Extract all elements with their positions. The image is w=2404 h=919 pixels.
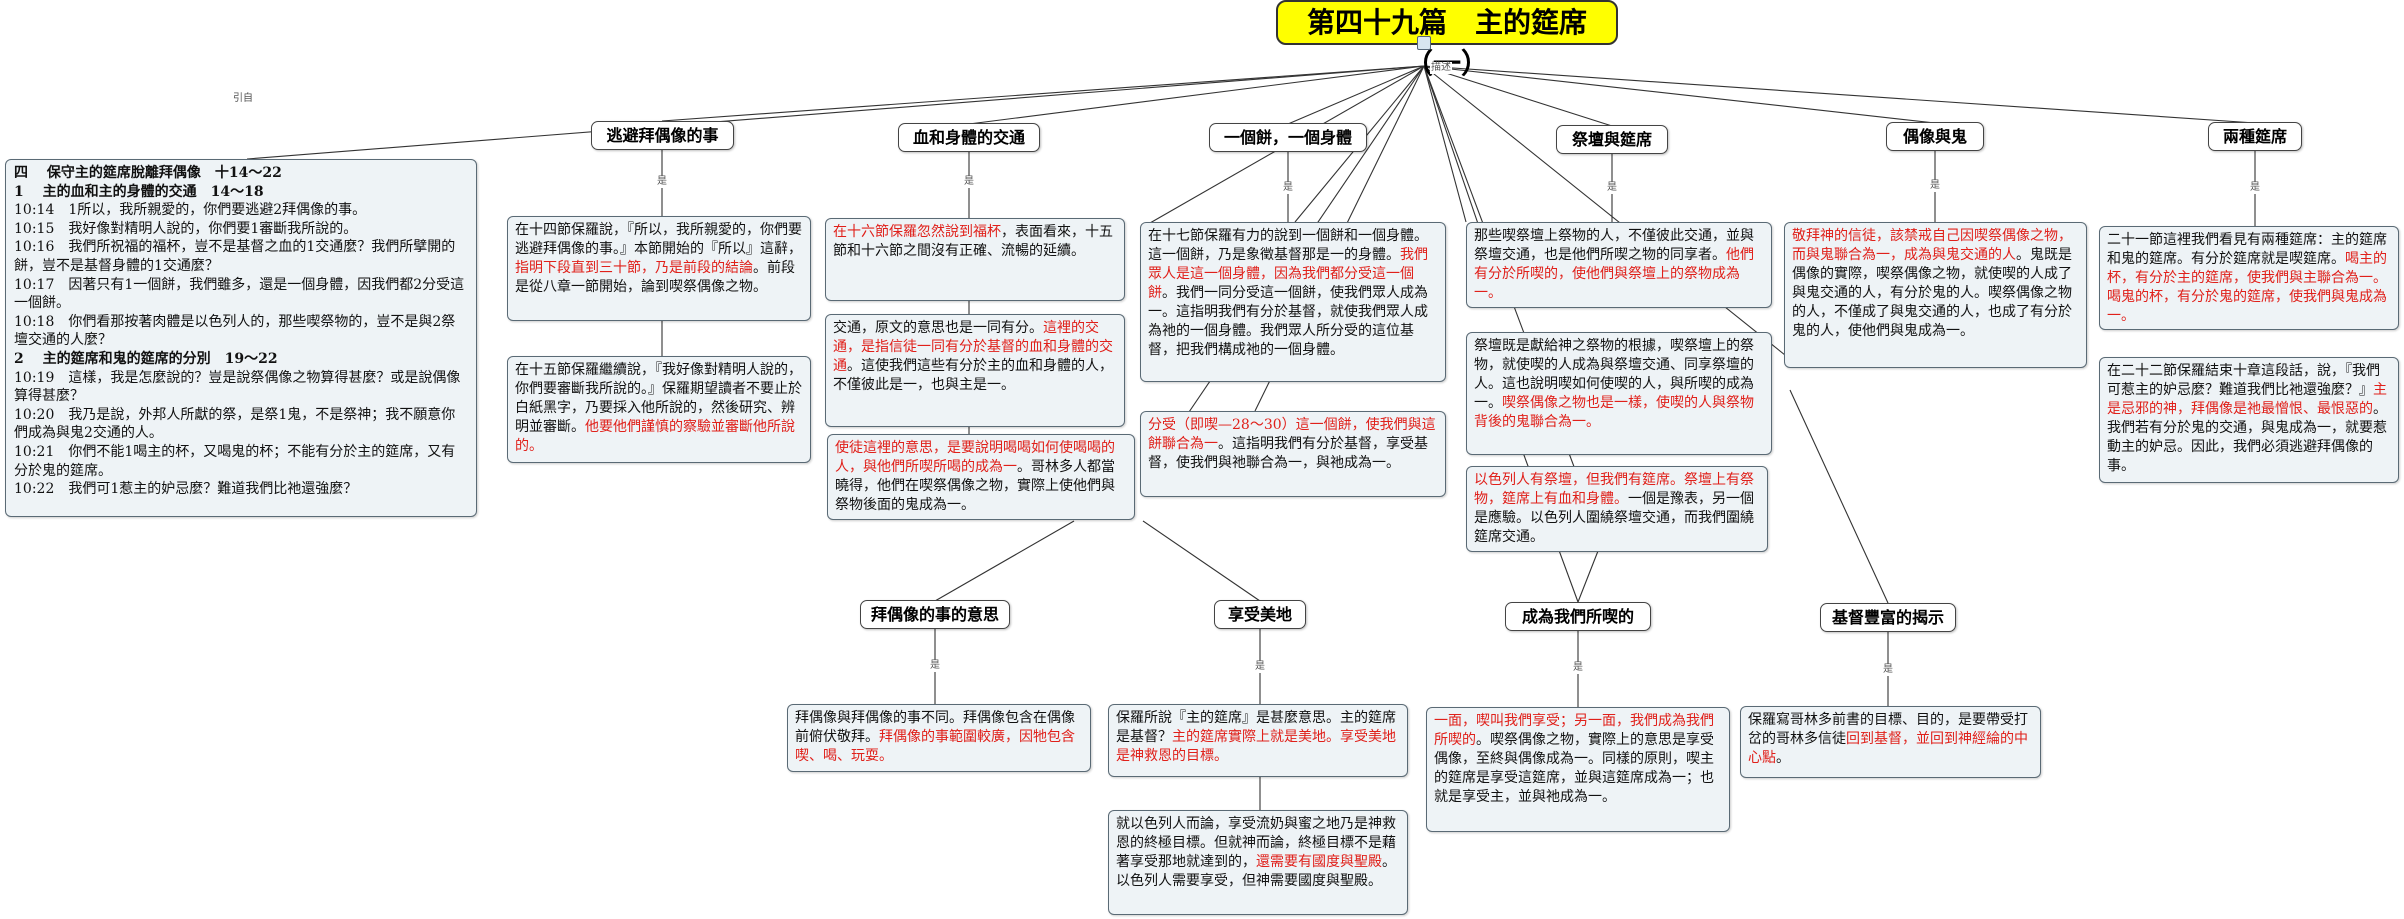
hub-node-icon[interactable]: [1417, 36, 1431, 50]
link-label-is: 是: [1282, 182, 1294, 194]
highlighted-text: 他們有分於所喫的，使他們與祭壇上的祭物成為一。: [1474, 247, 1754, 301]
highlighted-text: 一面，喫叫我們享受；另一面，我們成為我們所喫的: [1434, 713, 1714, 748]
highlighted-text: 指明下段直到三十節，乃是前段的結論: [515, 260, 753, 276]
outline-verse: 10:14 1所以，我所親愛的，你們要逃避2拜偶像的事。: [14, 202, 367, 219]
outline-verse: 10:16 我們所祝福的福杯，豈不是基督之血的1交通麼？我們所擘開的餅，豈不是基…: [14, 239, 456, 274]
note-text: 就以色列人而論，享受流奶與蜜之地乃是神救恩的終極目標。但就神而論，終極目標不是藉…: [1116, 816, 1396, 870]
highlighted-text: 回到基督，並回到神經綸的中心點: [1748, 731, 2028, 766]
note-text: ，表面看來，十五節和十六節之間沒有正確、流暢的延續。: [833, 224, 1113, 259]
note-box: 二十一節這裡我們看見有兩種筵席：主的筵席和鬼的筵席。有分於筵席就是喫筵席。喝主的…: [2099, 226, 2399, 330]
note-text: 交通，原文的意思也是一同有分。: [833, 320, 1043, 336]
highlighted-text: 主的筵席實際上就是美地。享受美地是神救恩的目標。: [1116, 729, 1396, 764]
topic-unveiling-of-christ[interactable]: 基督豐富的揭示: [1820, 603, 1956, 632]
outline-verse: 10:21 你們不能1喝主的杯，又喝鬼的杯；不能有分於主的筵席，又有分於鬼的筵席…: [14, 443, 456, 479]
topic-one-bread-one-body[interactable]: 一個餅，一個身體: [1209, 123, 1367, 152]
link-label-is: 是: [1254, 661, 1266, 673]
topic-enjoy-good-land[interactable]: 享受美地: [1214, 600, 1306, 629]
note-text: 。喫祭偶像之物，實際上的意思是享受偶像，至終與偶像成為一。同樣的原則，喫主的筵席…: [1434, 732, 1714, 805]
topic-meaning-of-idolatry[interactable]: 拜偶像的事的意思: [860, 600, 1010, 629]
topic-idols-and-demons[interactable]: 偶像與鬼: [1886, 122, 1984, 151]
note-box: 保羅所說『主的筵席』是甚麼意思。主的筵席是基督？主的筵席實際上就是美地。享受美地…: [1108, 704, 1408, 777]
map-title: 第四十九篇 主的筵席（一）: [1276, 0, 1618, 80]
note-text: 在十四節保羅說，『所以，我所親愛的，你們要逃避拜偶像的事。』本節開始的『所以』這…: [515, 222, 802, 257]
note-text: 。這指明我們有分於基督，享受基督，使我們與祂聯合為一，與祂成為一。: [1148, 436, 1428, 471]
link-label-is: 是: [1572, 662, 1584, 674]
note-box: 使徒這裡的意思，是要說明喝喝如何使喝喝的人，與他們所喫所喝的成為一。哥林多人都當…: [827, 434, 1135, 520]
outline-verse: 10:20 我乃是說，外邦人所獻的祭，是祭1鬼，不是祭神；我不願意你們成為與鬼2…: [14, 406, 456, 442]
note-box: 那些喫祭壇上祭物的人，不僅彼此交通，並與祭壇交通，也是他們所喫之物的同享者。他們…: [1466, 222, 1772, 308]
note-box: 敬拜神的信徒，該禁戒自己因喫祭偶像之物，而與鬼聯合為一，成為與鬼交通的人。鬼既是…: [1784, 222, 2087, 368]
note-box: 保羅寫哥林多前書的目標、目的，是要帶受打岔的哥林多信徒回到基督，並回到神經綸的中…: [1740, 706, 2041, 778]
note-text: 在十五節保羅繼續說，『我好像對精明人說的，你們要審斷我所說的。』保羅期望讀者不要…: [515, 362, 802, 435]
note-text: 那些喫祭壇上祭物的人，不僅彼此交通，並與祭壇交通，也是他們所喫之物的同享者。: [1474, 228, 1754, 263]
note-box: 一面，喫叫我們享受；另一面，我們成為我們所喫的。喫祭偶像之物，實際上的意思是享受…: [1426, 707, 1730, 832]
note-box: 在十七節保羅有力的說到一個餅和一個身體。這一個餅，乃是象徵基督那是一的身體。我們…: [1140, 222, 1446, 382]
note-box: 就以色列人而論，享受流奶與蜜之地乃是神救恩的終極目標。但就神而論，終極目標不是藉…: [1108, 810, 1408, 915]
highlighted-text: 還需要有國度與聖殿: [1256, 854, 1382, 870]
note-text: 。以色列人需要享受，但神需要國度與聖殿。: [1116, 854, 1396, 889]
link-label-is: 是: [2249, 182, 2261, 194]
highlighted-text: 在十六節保羅忽然說到福杯: [833, 224, 1001, 240]
note-text: 。哥林多人都當曉得，他們在喫祭偶像之物，實際上使他們與祭物後面的鬼成為一。: [835, 459, 1115, 513]
note-box: 以色列人有祭壇，但我們有筵席。祭壇上有祭物，筵席上有血和身體。一個是豫表，另一個…: [1466, 466, 1768, 552]
note-box: 在十六節保羅忽然說到福杯，表面看來，十五節和十六節之間沒有正確、流暢的延續。: [825, 218, 1125, 301]
outline-verse: 10:19 這樣，我是怎麼說的？豈是說祭偶像之物算得甚麼？或是說偶像算得甚麼？: [14, 369, 461, 405]
highlighted-text: 喫祭偶像之物也是一樣，使喫的人與祭物背後的鬼聯合為一。: [1474, 395, 1754, 430]
link-label-lead: 引自: [232, 93, 254, 105]
highlighted-text: 使徒這裡的意思，是要說明喝喝如何使喝喝的人，與他們所喫所喝的成為一: [835, 440, 1115, 475]
highlighted-text: 分受（即喫—28～30）這一個餅，使我們與這餅聯合為一: [1148, 417, 1436, 452]
link-label-is: 是: [1929, 180, 1941, 192]
highlighted-text: 我們眾人是這一個身體，因為我們都分受這一個餅: [1148, 247, 1428, 301]
topic-become-what-we-eat[interactable]: 成為我們所喫的: [1505, 602, 1651, 631]
note-box: 在十五節保羅繼續說，『我好像對精明人說的，你們要審斷我所說的。』保羅期望讀者不要…: [507, 356, 811, 463]
highlighted-text: 喝主的杯，有分於主的筵席，使我們與主聯合為一。喝鬼的杯，有分於鬼的筵席，使我們與…: [2107, 251, 2387, 324]
note-box: 交通，原文的意思也是一同有分。這裡的交通，是指信徒一同有分於基督的血和身體的交通…: [825, 314, 1125, 427]
scripture-outline-box: 四 保守主的筵席脫離拜偶像 十14～22 1 主的血和主的身體的交通 14～18 1…: [5, 159, 477, 517]
note-box: 祭壇既是獻給神之祭物的根據，喫祭壇上的祭物，就使喫的人成為與祭壇交通、同享祭壇的…: [1466, 332, 1772, 455]
link-label-is: 是: [1606, 182, 1618, 194]
highlighted-text: 敬拜神的信徒，該禁戒自己因喫祭偶像之物，而與鬼聯合為一，成為與鬼交通的人: [1792, 228, 2072, 263]
hub-label: 描述: [1430, 62, 1452, 74]
outline-heading: 2 主的筵席和鬼的筵席的分別 19～22: [14, 350, 278, 367]
note-text: 。鬼既是偶像的實際，喫祭偶像之物，就使喫的人成了與鬼交通的人，有分於鬼的人。喫祭…: [1792, 247, 2072, 339]
note-text: 在二十二節保羅結束十章這段話，說，『我們可惹主的妒忌麼？難道我們比祂還強麼？』: [2107, 363, 2380, 398]
note-text: 祭壇既是獻給神之祭物的根據，喫祭壇上的祭物，就使喫的人成為與祭壇交通、同享祭壇的…: [1474, 338, 1754, 411]
note-box: 分受（即喫—28～30）這一個餅，使我們與這餅聯合為一。這指明我們有分於基督，享…: [1140, 411, 1446, 497]
note-text: 。我們一同分受這一個餅，使我們眾人成為一。這指明我們有分於基督，就使我們眾人成為…: [1148, 285, 1428, 358]
outline-heading: 四 保守主的筵席脫離拜偶像 十14～22: [14, 165, 282, 181]
highlighted-text: 他要他們謹慎的察驗並審斷他所說的。: [515, 419, 795, 454]
link-label-is: 是: [963, 176, 975, 188]
note-text: 在十七節保羅有力的說到一個餅和一個身體。這一個餅，乃是象徵基督那是一的身體。: [1148, 228, 1428, 263]
highlighted-text: 拜偶像的事範圍較廣，因牠包含喫、喝、玩耍。: [795, 729, 1075, 764]
note-text: 保羅寫哥林多前書的目標、目的，是要帶受打岔的哥林多信徒: [1748, 712, 2028, 747]
note-box: 在二十二節保羅結束十章這段話，說，『我們可惹主的妒忌麼？難道我們比祂還強麼？』主…: [2099, 357, 2399, 483]
highlighted-text: 這裡的交通，是指信徒一同有分於基督的血和身體的交通: [833, 320, 1113, 374]
note-text: 。前段是從八章一節開始，論到喫祭偶像之物。: [515, 260, 795, 295]
topic-altar-and-table[interactable]: 祭壇與筵席: [1556, 125, 1668, 154]
note-text: 。: [1776, 750, 1790, 766]
note-text: 保羅所說『主的筵席』是甚麼意思。主的筵席是基督？: [1116, 710, 1396, 745]
outline-verse: 10:17 因著只有1一個餅，我們雖多，還是一個身體，因我們都2分受這一個餅。: [14, 276, 465, 312]
note-text: 。這使我們這些有分於主的血和身體的人，不僅彼此是一，也與主是一。: [833, 358, 1113, 393]
note-text: 一個是豫表，另一個是應驗。以色列人圍繞祭壇交通，而我們圍繞筵席交通。: [1474, 491, 1754, 545]
note-box: 拜偶像與拜偶像的事不同。拜偶像包含在偶像前俯伏敬拜。拜偶像的事範圍較廣，因牠包含…: [787, 704, 1091, 772]
outline-verse: 10:18 你們看那按著肉體是以色列人的，那些喫祭物的，豈不是與2祭壇交通的人麼…: [14, 313, 456, 349]
topic-flee-idolatry[interactable]: 逃避拜偶像的事: [591, 121, 734, 150]
outline-verse: 10:22 我們可1惹主的妒忌麼？難道我們比祂還強麼？: [14, 481, 358, 498]
link-label-is: 是: [929, 660, 941, 672]
outline-verse: 10:15 我好像對精明人說的，你們要1審斷我所說的。: [14, 220, 358, 237]
link-label-is: 是: [1882, 664, 1894, 676]
note-box: 在十四節保羅說，『所以，我所親愛的，你們要逃避拜偶像的事。』本節開始的『所以』這…: [507, 216, 811, 321]
topic-blood-body-fellowship[interactable]: 血和身體的交通: [898, 123, 1040, 152]
outline-heading: 1 主的血和主的身體的交通 14～18: [14, 183, 264, 200]
note-text: 二十一節這裡我們看見有兩種筵席：主的筵席和鬼的筵席。有分於筵席就是喫筵席。: [2107, 232, 2387, 267]
note-text: 。我們若有分於鬼的交通，與鬼成為一，就要惹動主的妒忌。因此，我們必須逃避拜偶像的…: [2107, 401, 2387, 474]
link-label-is: 是: [656, 176, 668, 188]
highlighted-text: 以色列人有祭壇，但我們有筵席。祭壇上有祭物，筵席上有血和身體。: [1474, 472, 1754, 507]
note-text: 拜偶像與拜偶像的事不同。拜偶像包含在偶像前俯伏敬拜。: [795, 710, 1075, 745]
highlighted-text: 主是忌邪的神，拜偶像是祂最憎恨、最恨惡的: [2107, 382, 2387, 417]
topic-two-tables[interactable]: 兩種筵席: [2208, 122, 2302, 151]
